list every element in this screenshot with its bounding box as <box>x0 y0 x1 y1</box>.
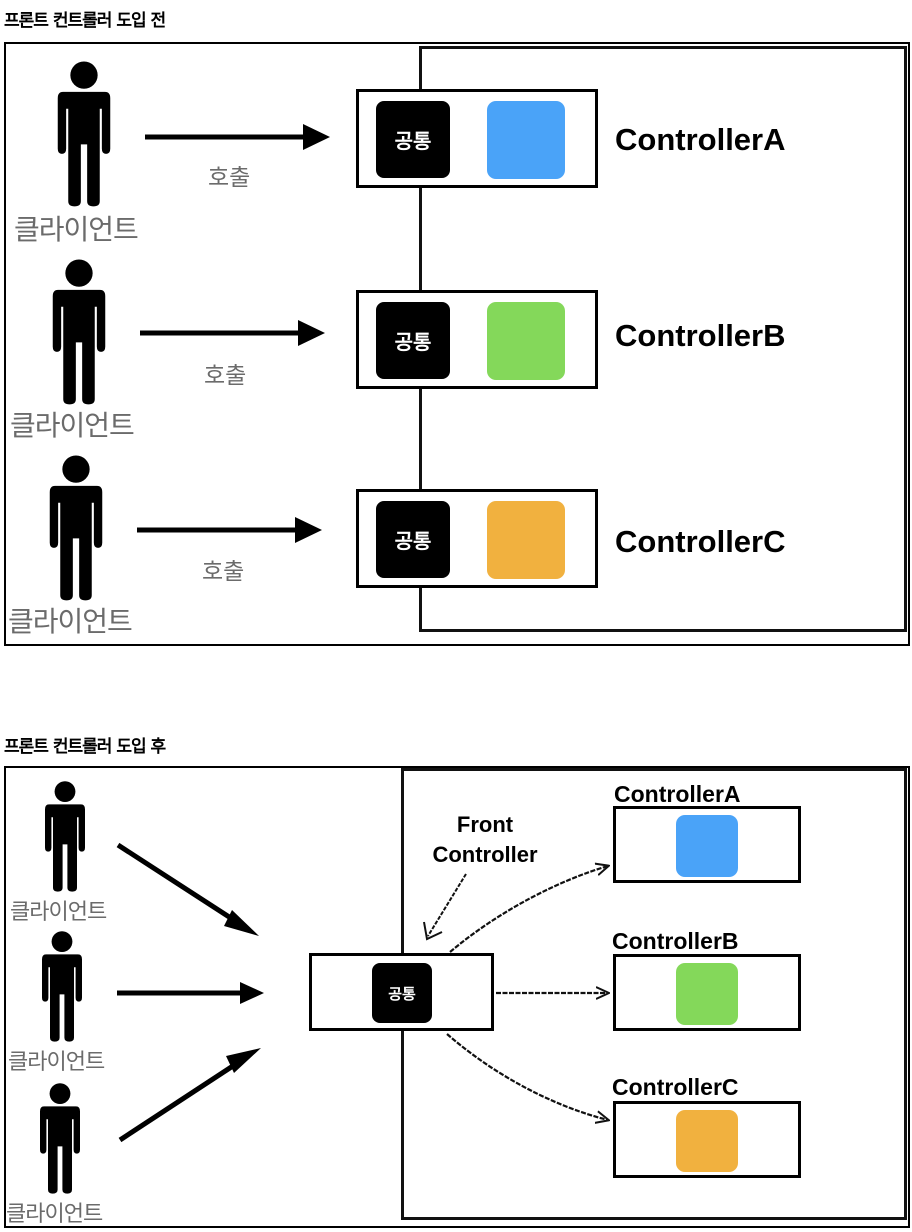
after-controller-c-box <box>613 1101 801 1178</box>
front-controller-common-block: 공통 <box>372 963 432 1023</box>
after-controller-b-box <box>613 954 801 1031</box>
after-client-arrow-3 <box>118 1048 261 1143</box>
after-controller-b-label: ControllerB <box>612 928 739 954</box>
after-client-arrow-1 <box>116 842 259 936</box>
after-client-label-1: 클라이언트 <box>10 900 107 925</box>
before-controller-c-label: ControllerC <box>615 524 786 559</box>
before-client-label-2: 클라이언트 <box>10 409 135 442</box>
after-client-arrow-2 <box>117 982 264 1004</box>
before-controller-c-box: 공통 <box>356 489 598 588</box>
before-call-label-1: 호출 <box>208 165 251 191</box>
before-call-arrow-3 <box>137 517 322 543</box>
dispatch-arrow-to-controller-c <box>446 1033 608 1120</box>
after-controller-a-box <box>613 806 801 883</box>
after-diagram-frame <box>4 766 910 1228</box>
before-client-person-icon-3 <box>49 455 103 601</box>
before-call-arrow-1 <box>145 124 330 150</box>
before-call-label-3: 호출 <box>202 559 245 585</box>
before-controller-a-logic-block <box>487 101 565 179</box>
front-controller-label-line1: Front <box>456 812 514 837</box>
after-controller-c-logic-block <box>676 1110 738 1172</box>
front-controller-box: 공통 <box>309 953 494 1031</box>
before-common-block-a: 공통 <box>376 101 450 178</box>
before-call-arrow-2 <box>140 320 325 346</box>
section-title-after: 프론트 컨트롤러 도입 후 <box>4 737 166 757</box>
after-controller-c-label: ControllerC <box>612 1074 739 1100</box>
before-common-block-c: 공통 <box>376 501 450 578</box>
before-controller-a-box: 공통 <box>356 89 598 188</box>
before-controller-b-logic-block <box>487 302 565 380</box>
before-controller-a-label: ControllerA <box>615 122 786 157</box>
section-title-before: 프론트 컨트롤러 도입 전 <box>4 11 166 31</box>
before-call-label-2: 호출 <box>204 363 247 389</box>
before-common-block-b: 공통 <box>376 302 450 379</box>
before-diagram-frame <box>4 42 910 646</box>
after-controller-a-label: ControllerA <box>614 781 741 807</box>
dispatch-arrow-to-controller-a <box>449 866 608 953</box>
before-controller-b-label: ControllerB <box>615 318 786 353</box>
front-controller-pointer-arrow <box>423 873 467 941</box>
after-controller-b-logic-block <box>676 963 738 1025</box>
front-controller-label: Front Controller <box>410 810 560 870</box>
before-client-person-icon-2 <box>52 259 106 405</box>
front-controller-label-line2: Controller <box>432 842 538 867</box>
after-client-label-3: 클라이언트 <box>6 1202 103 1227</box>
before-client-person-icon-1 <box>57 61 111 207</box>
before-client-label-3: 클라이언트 <box>8 605 133 638</box>
before-client-label-1: 클라이언트 <box>14 213 139 246</box>
before-controller-b-box: 공통 <box>356 290 598 389</box>
after-client-label-2: 클라이언트 <box>8 1050 105 1075</box>
after-controller-a-logic-block <box>676 815 738 877</box>
before-controller-c-logic-block <box>487 501 565 579</box>
